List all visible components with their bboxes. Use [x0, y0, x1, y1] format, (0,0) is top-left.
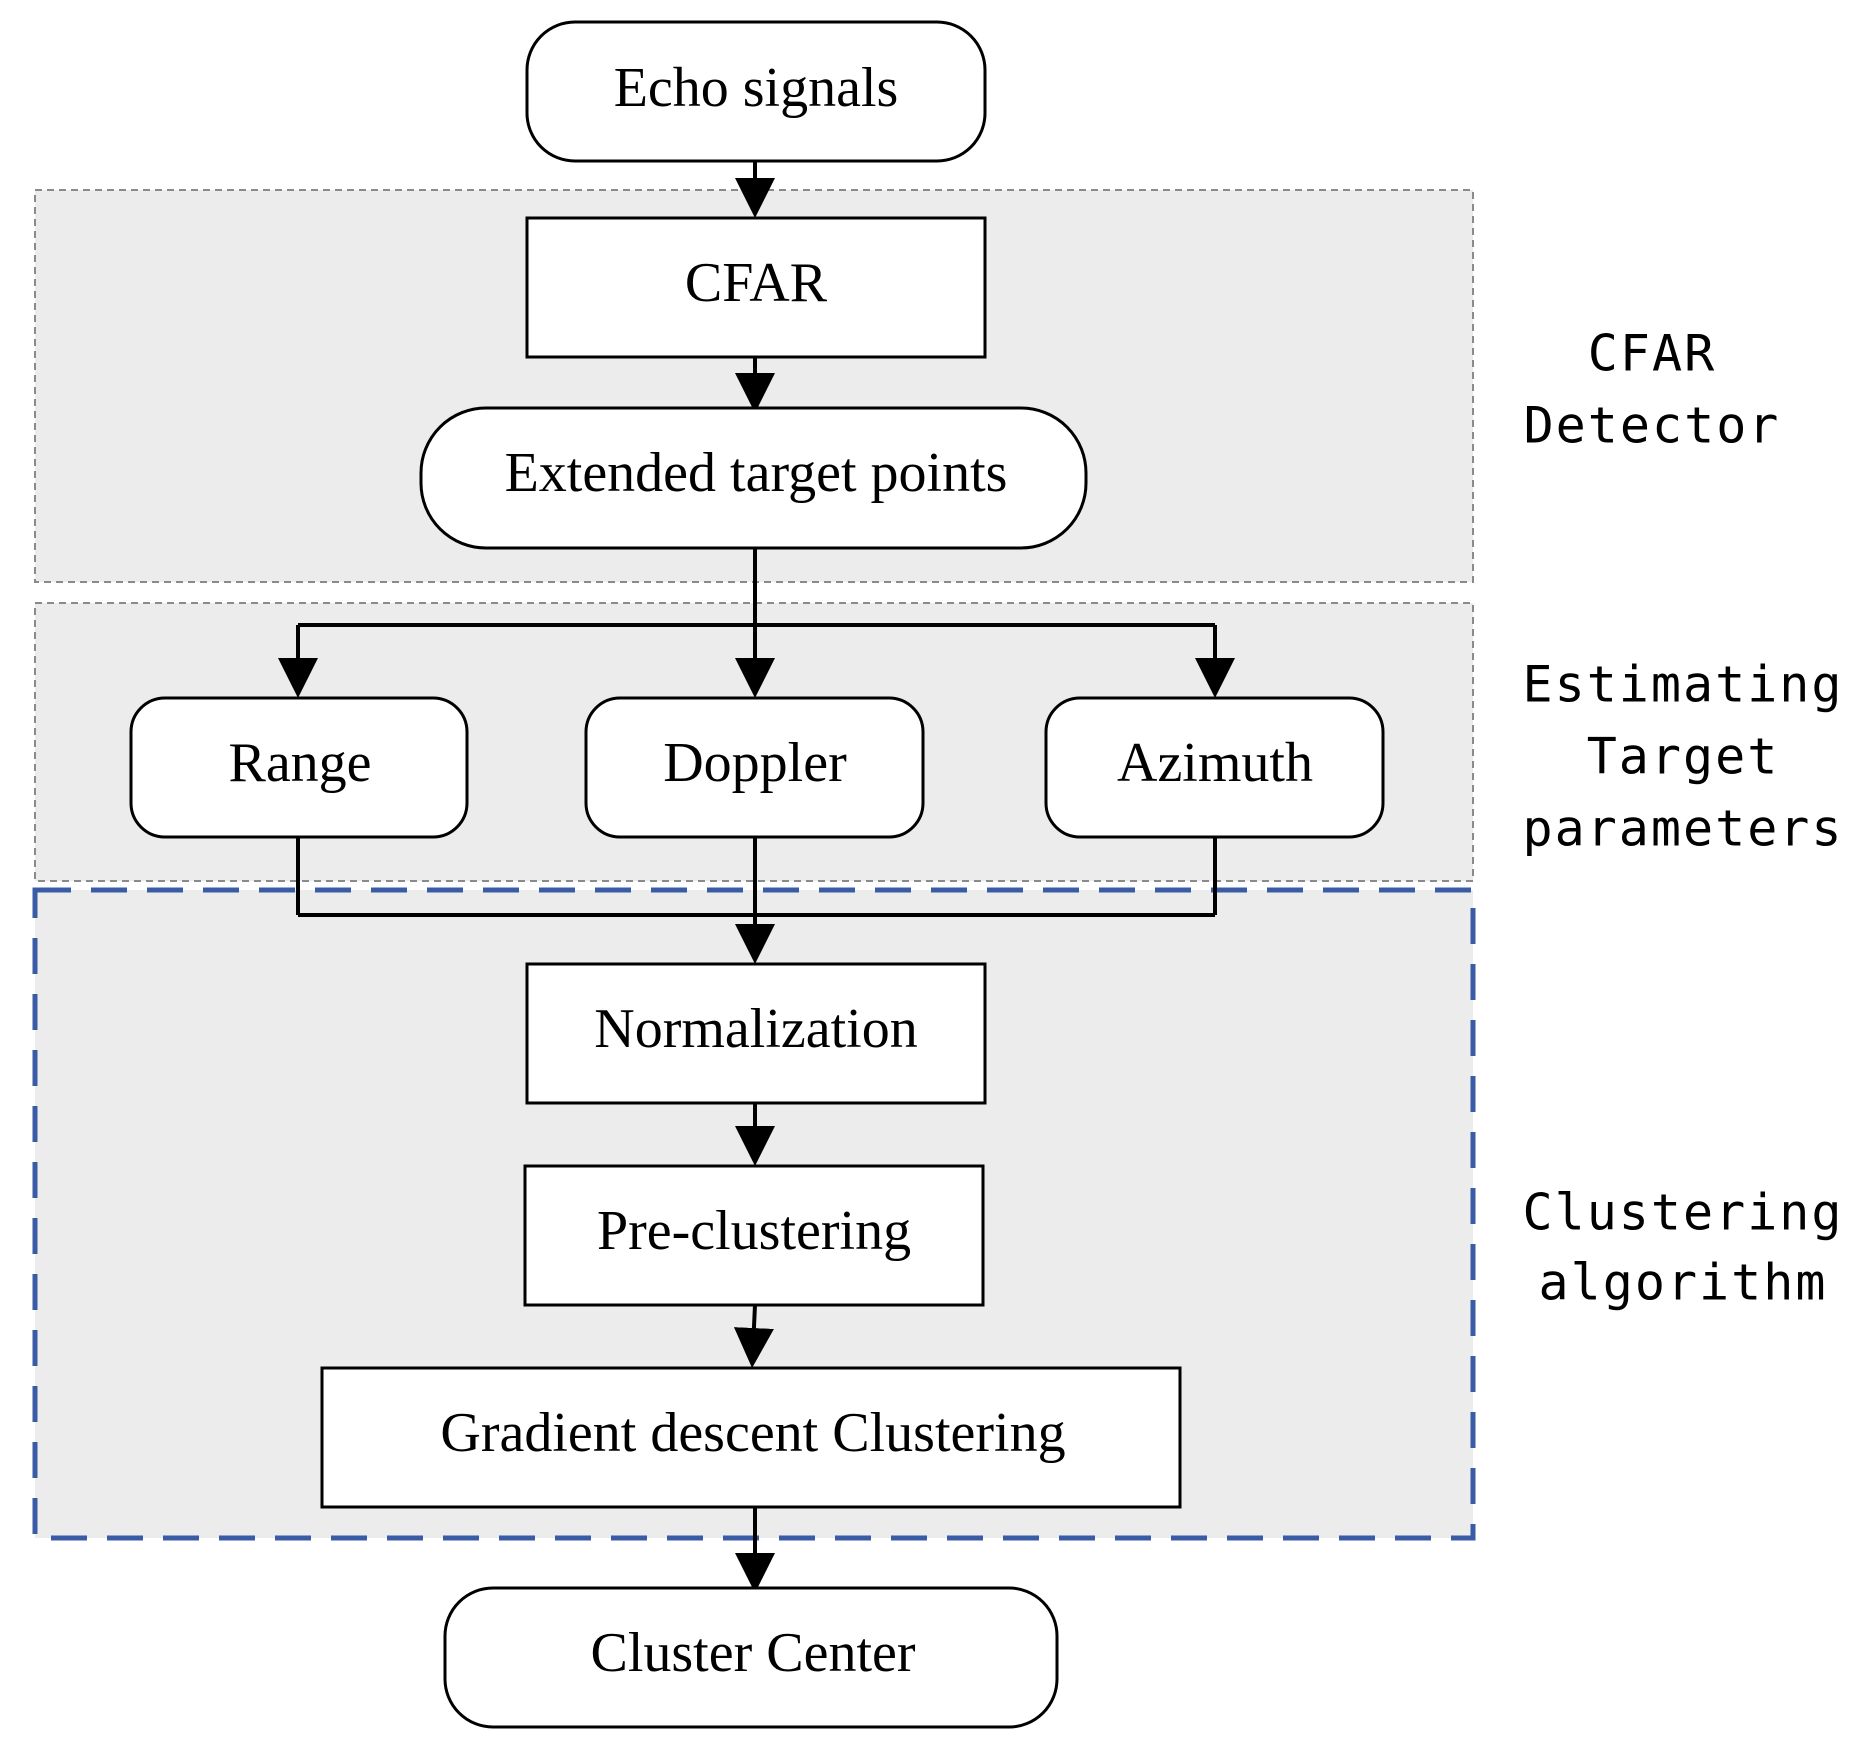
node-range: Range — [129, 696, 469, 839]
extended-target-points-label: Extended target points — [505, 442, 1008, 504]
clustering-line2: algorithm — [1539, 1254, 1828, 1312]
cfar-label: CFAR — [685, 252, 828, 314]
gradient-descent-clustering-label: Gradient descent Clustering — [440, 1402, 1065, 1464]
estimating-line3: parameters — [1522, 800, 1843, 858]
cfar-detector-line1: CFAR — [1588, 325, 1716, 383]
label-clustering-algorithm: Clustering algorithm — [1522, 1184, 1843, 1312]
edges — [278, 161, 1235, 1593]
node-doppler: Doppler — [584, 696, 925, 839]
node-normalization: Normalization — [525, 962, 987, 1105]
pre-clustering-label: Pre-clustering — [597, 1200, 911, 1262]
node-cfar: CFAR — [525, 216, 987, 359]
edge-precluster-to-gradient — [733, 1304, 774, 1368]
clustering-line1: Clustering — [1522, 1184, 1843, 1242]
range-label: Range — [228, 732, 371, 794]
label-cfar-detector: CFAR Detector — [1524, 325, 1781, 455]
node-extended-target-points: Extended target points — [419, 406, 1088, 550]
echo-signals-label: Echo signals — [614, 57, 899, 119]
node-azimuth: Azimuth — [1044, 696, 1385, 839]
cfar-detector-line2: Detector — [1524, 397, 1781, 455]
node-cluster-center: Cluster Center — [443, 1586, 1059, 1729]
estimating-line2: Target — [1587, 728, 1780, 786]
node-echo-signals: Echo signals — [525, 20, 987, 163]
cluster-center-label: Cluster Center — [590, 1622, 915, 1684]
normalization-label: Normalization — [594, 998, 917, 1060]
node-pre-clustering: Pre-clustering — [523, 1164, 985, 1307]
doppler-label: Doppler — [663, 732, 847, 794]
label-estimating-target-parameters: Estimating Target parameters — [1522, 656, 1843, 858]
estimating-line1: Estimating — [1522, 656, 1843, 714]
azimuth-label: Azimuth — [1117, 732, 1313, 794]
node-gradient-descent-clustering: Gradient descent Clustering — [320, 1366, 1182, 1509]
